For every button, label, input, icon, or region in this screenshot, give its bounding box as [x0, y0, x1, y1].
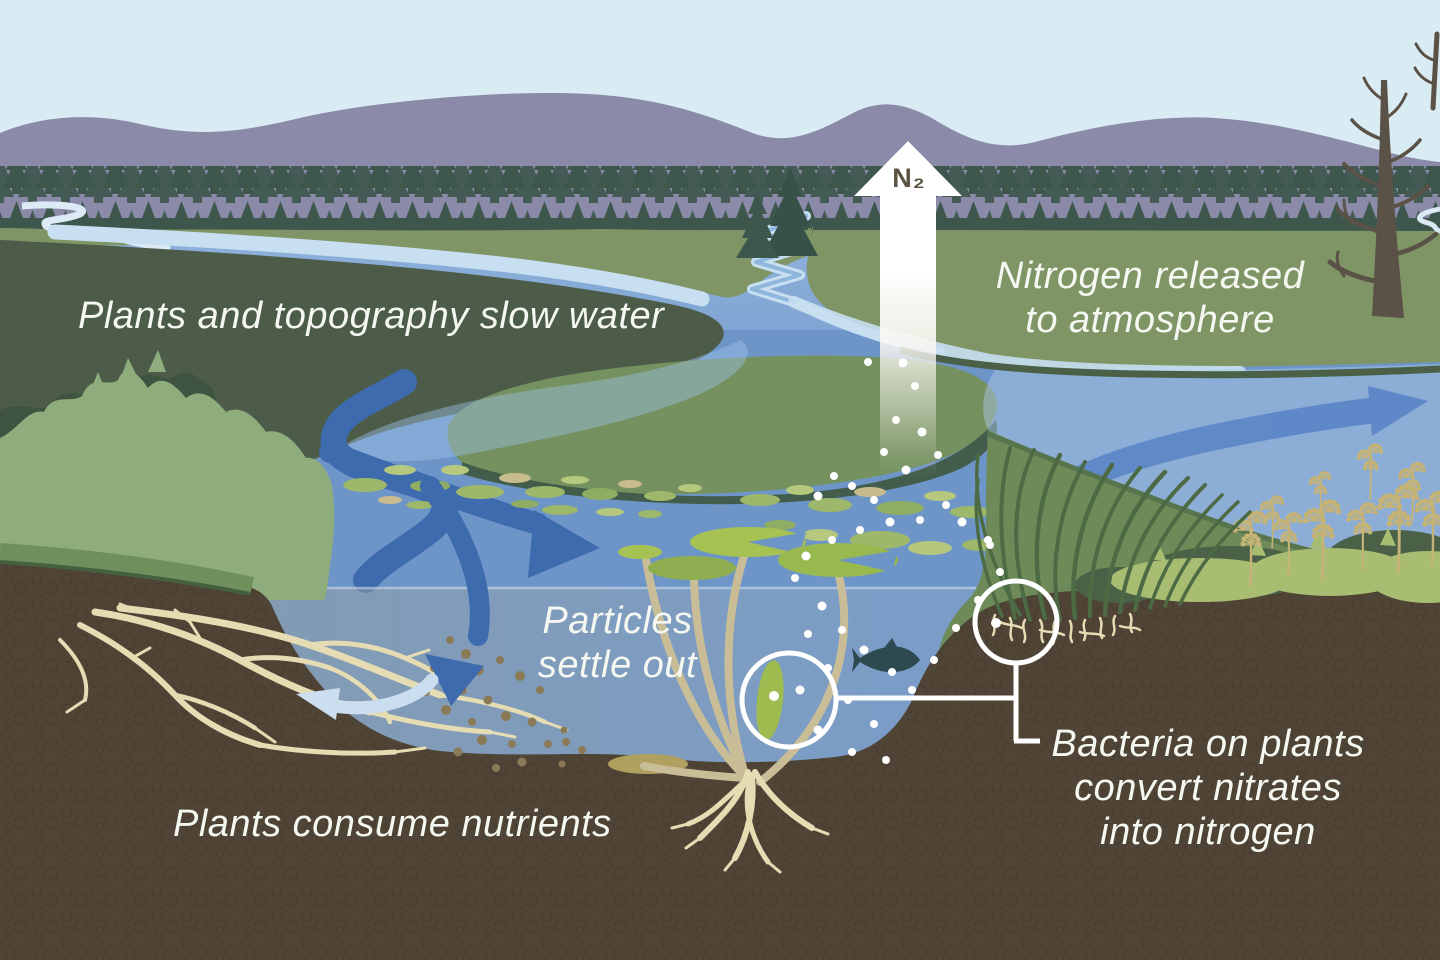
callout — [739, 578, 1060, 750]
meadow-over — [0, 225, 1440, 368]
settle-arrow-down-icon — [420, 476, 490, 706]
bacteria-dot-right — [991, 618, 1001, 628]
n2-arrow-icon — [854, 141, 962, 475]
connector-line — [836, 663, 1040, 744]
label-particles-settle: Particles settle out — [537, 600, 698, 687]
soil — [0, 543, 1440, 960]
shallow-wash — [340, 340, 748, 462]
island — [447, 355, 997, 505]
fish-icon — [852, 638, 920, 673]
distant-stream-right — [1416, 206, 1440, 234]
label-plants-consume: Plants consume nutrients — [173, 803, 612, 845]
dead-tree — [1327, 31, 1440, 318]
lily-plant — [608, 527, 898, 874]
settle-arrow-right-icon — [528, 510, 600, 578]
treeline — [0, 166, 1440, 236]
grasses — [974, 446, 1252, 622]
bushes-left — [0, 350, 335, 600]
bacteria-dot-left — [769, 691, 779, 701]
label-slow-water: Plants and topography slow water — [78, 295, 665, 337]
uptake-arrow-left-icon — [296, 673, 439, 720]
label-n2: N₂ — [892, 163, 926, 193]
grass-roots — [991, 612, 1142, 646]
label-nitrogen-released: Nitrogen released to atmosphere — [995, 255, 1305, 342]
label-bacteria: Bacteria on plants convert nitrates into… — [1051, 723, 1365, 854]
meadow-bank-edge — [899, 346, 1440, 379]
foreground-firs — [736, 168, 818, 258]
meander-channel — [319, 369, 549, 593]
